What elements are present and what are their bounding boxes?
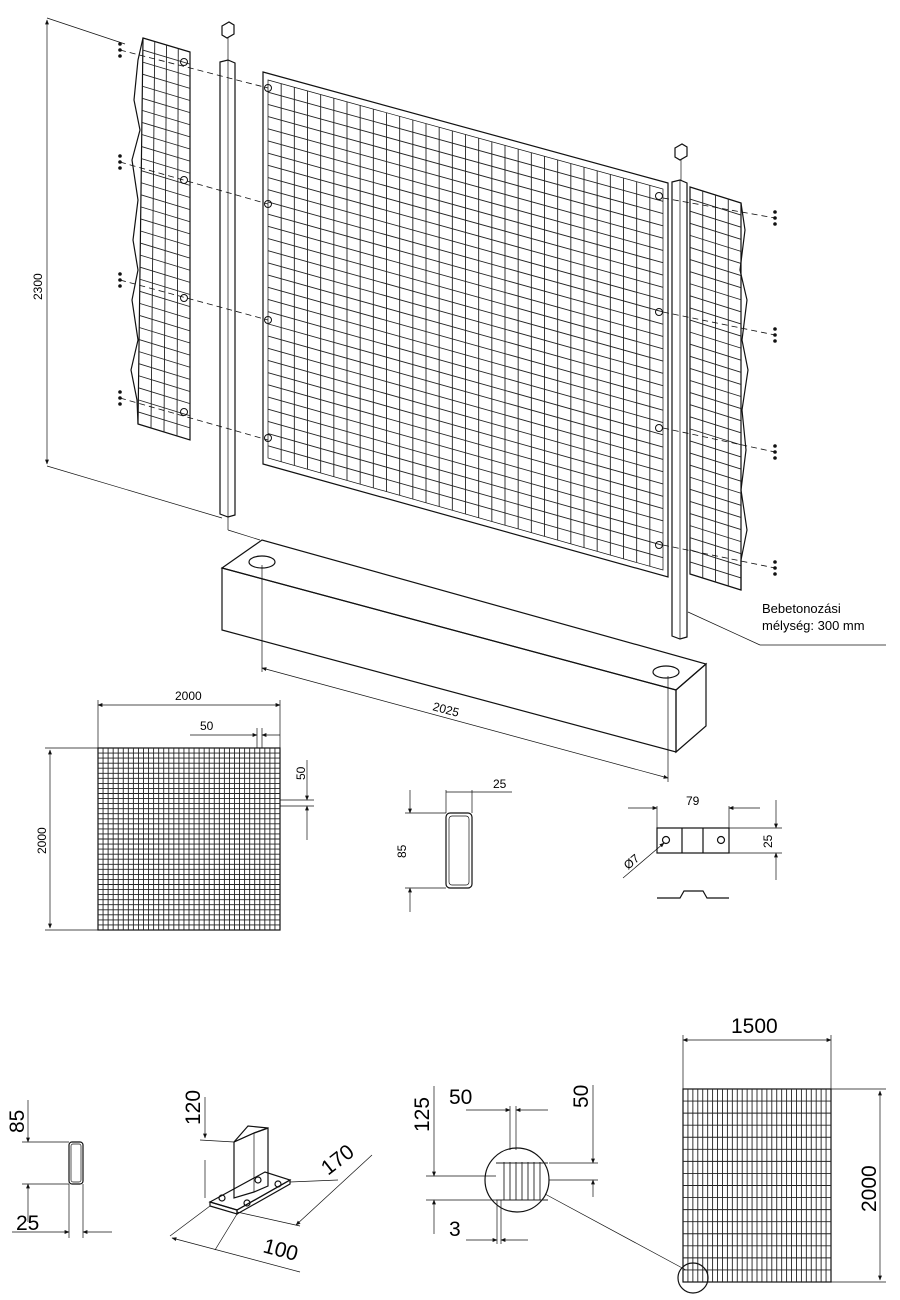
- post-spacing-dimension: 2025: [261, 565, 669, 782]
- panel-1500-drawing: 1500 2000: [677, 1015, 886, 1294]
- main-mesh-panel: [262, 71, 669, 578]
- base-plate-post-drawing: 120 170 100: [169, 1090, 373, 1273]
- post-section-drawing: 25 85: [395, 777, 512, 912]
- right-partial-panel: [689, 186, 749, 591]
- post2-width-label: 25: [16, 1212, 39, 1235]
- post-spacing-label: 2025: [431, 699, 461, 720]
- detail-mesh-v-label: 50: [570, 1085, 593, 1108]
- note-line-2: mélység: 300 mm: [762, 618, 865, 633]
- detail-wire-label: 3: [449, 1218, 461, 1241]
- panel-2000-drawing: 2000 2000 50 50: [35, 689, 314, 931]
- panel-mesh-v-label: 50: [294, 766, 308, 780]
- left-partial-panel: [130, 37, 191, 441]
- post-width-label: 25: [493, 777, 507, 791]
- panel2-width-label: 1500: [731, 1015, 778, 1038]
- detail-mesh-h-label: 50: [449, 1086, 472, 1109]
- base-width-label: 100: [261, 1235, 301, 1266]
- note-line-1: Bebetonozási: [762, 601, 841, 616]
- height-dimension-label: 2300: [31, 273, 45, 300]
- clip-detail-drawing: 79 25 Ø7: [621, 794, 782, 899]
- clip-length-label: 79: [686, 794, 700, 808]
- clip-width-label: 25: [761, 834, 775, 848]
- mesh-detail-drawing: 50 50 125 3: [411, 1085, 687, 1271]
- base-length-label: 170: [317, 1140, 359, 1180]
- right-post: [671, 143, 688, 640]
- concreting-note: Bebetonozási mélység: 300 mm: [687, 601, 886, 646]
- post-depth-label: 85: [395, 844, 409, 858]
- panel2-height-label: 2000: [858, 1165, 881, 1212]
- detail-height-label: 125: [411, 1097, 434, 1132]
- clip-hole-label: Ø7: [621, 851, 643, 872]
- concrete-foundation: [220, 517, 708, 754]
- left-post: [219, 21, 236, 518]
- fence-assembly-drawing: 2300: [31, 17, 886, 782]
- panel-height-label: 2000: [35, 827, 49, 854]
- panel-width-label: 2000: [175, 689, 202, 703]
- fastener-lines: [118, 42, 777, 576]
- post-section-2-drawing: 85 25: [6, 1100, 112, 1238]
- post2-depth-label: 85: [6, 1110, 29, 1133]
- panel-mesh-h-label: 50: [200, 719, 214, 733]
- height-dimension: 2300: [31, 17, 223, 519]
- base-height-label: 120: [182, 1090, 205, 1125]
